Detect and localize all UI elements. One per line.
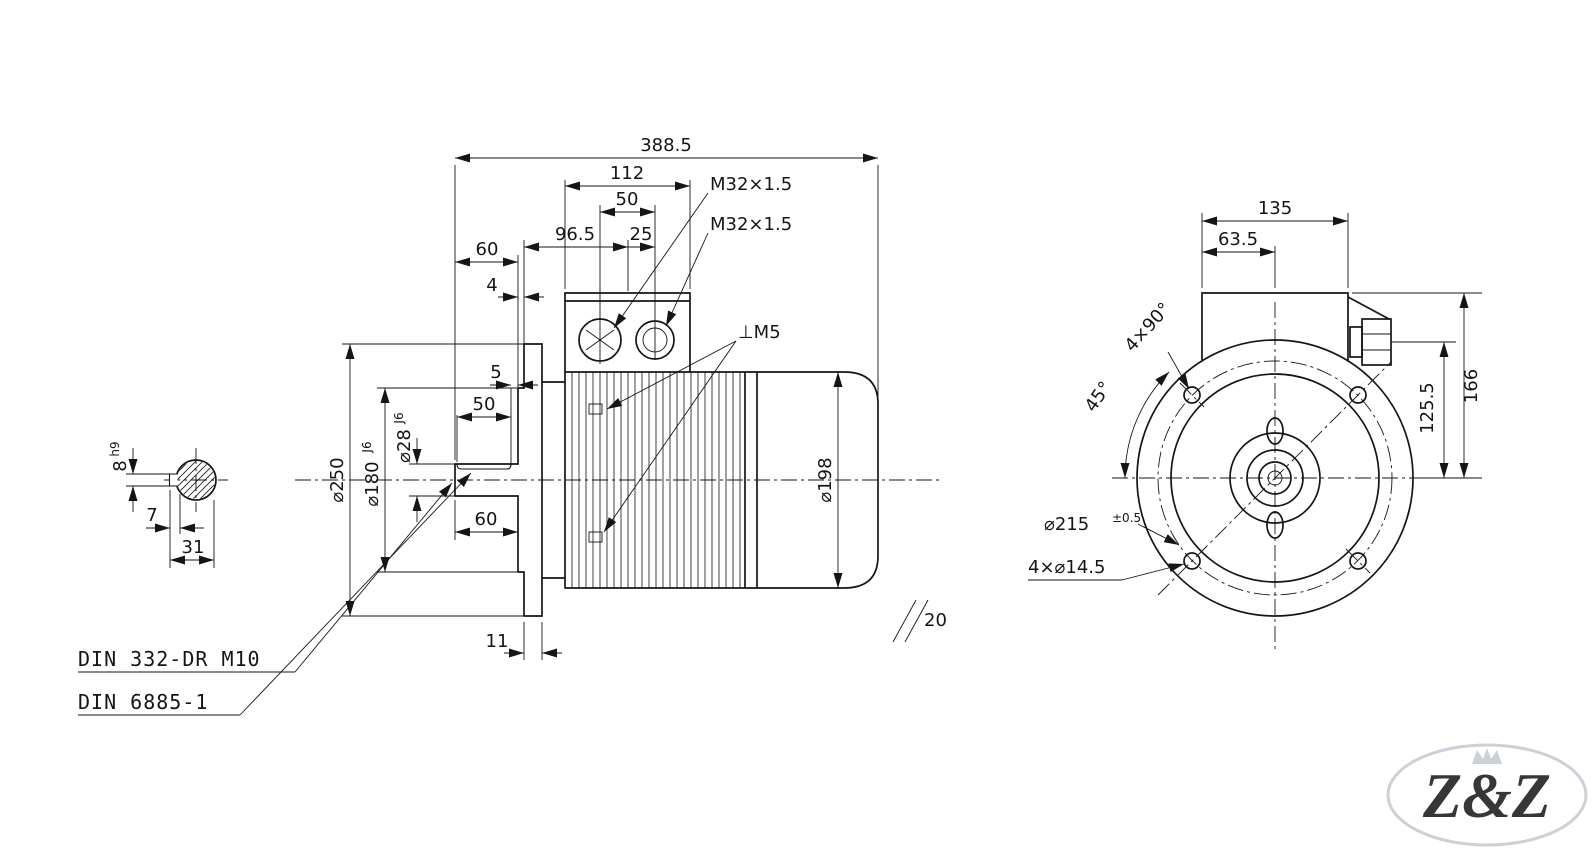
dim-box-center-offset: 63.5 (1218, 229, 1258, 250)
chamfer-symbol (892, 599, 929, 643)
crown-ornament (1472, 748, 1502, 764)
dim-mounting-holes: 4×⌀14.5 (1028, 557, 1105, 578)
cooling-fins (571, 372, 741, 588)
bearing-shield (541, 381, 566, 579)
dim-shaft-step: 5 (490, 362, 501, 383)
dim-box-center-to-gland: 25 (630, 224, 653, 245)
dim-front-box-width: 135 (1258, 198, 1292, 219)
body-circle (1170, 373, 1380, 583)
dim-shaft-tol: J6 (392, 412, 406, 424)
earth-terminal-top (588, 403, 603, 415)
note-keyway: DIN 6885-1 (78, 690, 208, 714)
dim-body-dia: ⌀198 (815, 457, 836, 502)
keyway-slot (168, 473, 178, 487)
dim-flange-od: ⌀250 (327, 457, 348, 502)
bolt-hole (1183, 552, 1201, 570)
dim-spigot-dia: ⌀180 (362, 461, 383, 506)
earth-terminal-bottom (588, 531, 603, 543)
keyway-edge (456, 463, 512, 470)
dim-box-top-height: 166 (1461, 369, 1482, 403)
watermark-logo: Z&Z (1386, 743, 1588, 847)
dim-shaft-dia: ⌀28 (394, 429, 415, 463)
bolt-circle (1157, 360, 1393, 596)
dim-flange-to-box-center: 96.5 (555, 224, 595, 245)
shaft (454, 463, 519, 497)
dim-shaft-length-top: 60 (476, 239, 499, 260)
bolt-hole (1349, 552, 1367, 570)
terminal-box-front (1201, 292, 1392, 366)
label-earth-terminal: ⊥M5 (738, 322, 781, 343)
dim-key-width-tol: h9 (108, 441, 122, 456)
label-gland-thread-top: M32×1.5 (710, 174, 792, 195)
dim-key-width: 8 (110, 460, 131, 471)
cable-gland-side (1349, 318, 1392, 366)
dim-box-width: 112 (610, 163, 644, 184)
dim-spigot-tol: J6 (360, 441, 374, 453)
flange-outer-circle (1136, 339, 1414, 617)
dim-keyway-depth: 31 (182, 537, 205, 558)
bolt-hole (1183, 386, 1201, 404)
dim-hole-angle: 45° (1081, 378, 1117, 416)
side-view: 388.5 112 50 96.5 25 M32×1.5 M32×1.5 60 … (78, 135, 947, 716)
dim-keyway-length: 50 (473, 394, 496, 415)
terminal-box (564, 205, 691, 373)
motor-body (564, 292, 758, 589)
dim-hole-pattern: 4×90° (1121, 299, 1176, 356)
watermark-text: Z&Z (1422, 760, 1551, 831)
key-section-detail: 8 h9 7 31 (108, 441, 228, 568)
dim-bolt-circle: ⌀215 (1044, 514, 1089, 535)
dim-gland-spacing: 50 (616, 189, 639, 210)
bolt-hole (1349, 386, 1367, 404)
dim-overall-length: 388.5 (640, 135, 692, 156)
fan-cowl (756, 371, 879, 589)
dim-spigot-depth: 4 (486, 275, 497, 296)
front-view: 135 63.5 166 125.5 4×90° 45° ⌀215 ±0.5 4… (1028, 198, 1482, 652)
dim-key-height: 7 (146, 505, 157, 526)
section-hatch (177, 461, 215, 499)
dim-shaft-length-bottom: 60 (475, 509, 498, 530)
dim-chamfer: 20 (924, 610, 947, 631)
note-centre-hole: DIN 332-DR M10 (78, 647, 261, 671)
label-gland-thread-front: M32×1.5 (710, 214, 792, 235)
dim-gland-axis-height: 125.5 (1417, 382, 1438, 434)
dim-bolt-circle-tol: ±0.5 (1112, 511, 1141, 525)
shaft-hub (1229, 417, 1321, 539)
dim-flange-thickness: 11 (486, 631, 509, 652)
